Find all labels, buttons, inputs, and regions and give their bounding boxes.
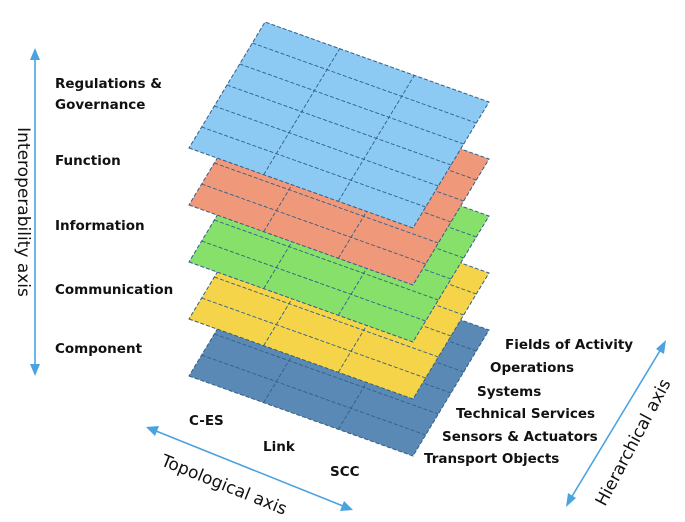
interoperability-axis-arrowhead-bottom <box>30 364 40 376</box>
grid-line <box>201 183 426 265</box>
grid-line <box>226 84 452 166</box>
hier-label-operations: Operations <box>490 360 574 376</box>
layer-labels: Regulations & Governance Function Inform… <box>55 76 173 357</box>
hierarchical-labels: Transport Objects Sensors & Actuators Te… <box>424 337 633 467</box>
grid-line <box>214 276 439 358</box>
grid-line <box>201 126 426 208</box>
hier-label-transport-objects: Transport Objects <box>424 451 559 467</box>
hierarchical-axis: Hierarchical axis <box>566 340 676 509</box>
grid-line <box>214 333 439 415</box>
topo-label-link: Link <box>263 439 296 455</box>
topological-labels: C-ES Link SCC <box>189 413 360 480</box>
hier-label-systems: Systems <box>477 384 541 400</box>
grid-line <box>214 105 439 187</box>
hierarchical-axis-arrowhead-bottom <box>566 493 576 507</box>
topological-axis: Topological axis <box>146 426 353 520</box>
topological-axis-arrowhead-left <box>146 426 159 436</box>
topological-axis-label: Topological axis <box>157 451 289 520</box>
topo-label-c-es: C-ES <box>189 413 224 429</box>
interoperability-axis-label: Interoperability axis <box>13 127 33 297</box>
grid-line <box>239 63 464 145</box>
layer-plane-regulations-governance <box>188 21 490 229</box>
topological-axis-line <box>155 430 344 507</box>
hierarchical-axis-arrowhead-top <box>656 340 666 354</box>
layer-label-regulations-line1: Regulations & <box>55 76 162 92</box>
hier-label-technical-services: Technical Services <box>456 406 595 422</box>
layer-label-function: Function <box>55 153 121 169</box>
grid-line <box>201 240 426 322</box>
grid-line <box>201 354 426 436</box>
interoperability-axis-arrowhead-top <box>30 48 40 60</box>
grid-line <box>252 42 477 124</box>
layer-label-component: Component <box>55 341 143 357</box>
layer-label-communication: Communication <box>55 282 173 298</box>
layer-label-information: Information <box>55 218 145 234</box>
topological-axis-arrowhead-right <box>340 501 353 511</box>
layer-label-regulations-line2: Governance <box>55 97 145 113</box>
hier-label-fields-of-activity: Fields of Activity <box>505 337 633 353</box>
hierarchical-axis-line <box>570 348 662 499</box>
grid-line <box>201 297 426 379</box>
interoperability-axis: Interoperability axis <box>13 48 40 376</box>
topo-label-scc: SCC <box>330 464 360 480</box>
grid-line <box>214 162 439 244</box>
layer-stack <box>188 21 490 457</box>
grid-line <box>214 219 439 301</box>
hier-label-sensors-actuators: Sensors & Actuators <box>442 429 598 445</box>
